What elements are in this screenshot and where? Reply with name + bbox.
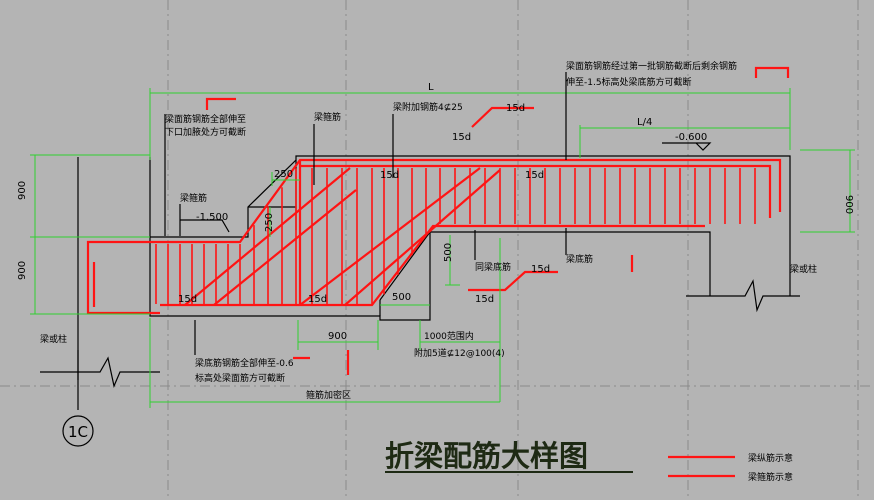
dim-500h-label: 500 (392, 292, 411, 303)
leaders (164, 72, 712, 355)
dim-right-label: 900 (843, 195, 854, 214)
note-bottom-2: 标高处梁面筋方可截断 (195, 372, 285, 384)
anchor-label: 15d (380, 170, 399, 181)
top-second-bar (300, 164, 772, 218)
anchor-label: 15d (531, 264, 550, 275)
grid-label: 1C (68, 423, 88, 441)
bottom-long-bar (160, 224, 705, 307)
bottom-slope-line (379, 231, 431, 301)
dim-left-lower-label: 900 (17, 261, 28, 280)
grid-tag: 1C (62, 415, 94, 447)
note-same-bottom: 同梁底筋 (475, 261, 511, 273)
diagonal-bar-3 (299, 167, 481, 306)
anchor-label: 15d (475, 294, 494, 305)
dim-span-label: L (428, 82, 434, 93)
note-bottom-bar: 梁底筋 (566, 253, 593, 265)
marker-bracket (205, 97, 236, 110)
note-add-bar: 梁附加钢筋4⊈25 (393, 101, 463, 113)
labels: L L/4 900 900 900 250 250 500 500 900 10… (17, 60, 854, 483)
markers (205, 66, 790, 478)
dim-900-label: 900 (328, 331, 347, 342)
elevation-marker (662, 142, 712, 151)
marker-bracket (754, 66, 790, 78)
beam-bottom-outline (149, 157, 711, 321)
anchorage-hook (471, 106, 534, 128)
grid-bubble-icon (62, 415, 94, 447)
note-stirrup-zone: 箍筋加密区 (306, 389, 351, 401)
beam-outline (40, 155, 800, 410)
drawing-title: 折梁配筋大样图 (385, 439, 588, 473)
dim-250-label: 250 (274, 169, 293, 180)
note-beam-stirrup: 梁箍筋 (314, 111, 341, 123)
note-top-left-1: 梁面筋钢筋全部伸至 (165, 113, 246, 125)
note-top-right-2: 伸至-1.5标高处梁底筋方可截断 (566, 76, 692, 88)
anchorage-hook (468, 270, 558, 292)
anchor-label: 15d (525, 170, 544, 181)
anchor-label: 15d (178, 294, 197, 305)
dim-1000-label: 1000范围内 (424, 330, 474, 342)
stirrups (155, 168, 756, 304)
anchor-label: 15d (308, 294, 327, 305)
elevation-left: -1.500 (196, 212, 228, 223)
note-bottom-1: 梁底筋钢筋全部伸至-0.6 (195, 357, 294, 369)
note-extra-stirrup: 附加5道⊈12@100(4) (414, 347, 505, 359)
dim-250b-label: 250 (264, 213, 275, 232)
left-break-line (40, 356, 160, 388)
note-top-right-1: 梁面筋钢筋经过第一批钢筋截断后剩余钢筋 (566, 60, 737, 72)
elevation-right: -0.600 (675, 132, 707, 143)
diagonal-bar-4 (344, 169, 501, 306)
dim-quarter-label: L/4 (637, 117, 652, 128)
note-stirrup-left: 梁箍筋 (180, 192, 207, 204)
anchor-label: 15d (452, 132, 471, 143)
dimension-lines (30, 88, 855, 408)
note-beam-col-right: 梁或柱 (790, 263, 817, 275)
rebar-main (86, 158, 782, 315)
legend-long-label: 梁纵筋示意 (748, 452, 793, 464)
note-top-left-2: 下口加腋处方可截断 (165, 126, 246, 138)
elevation-marker (180, 219, 230, 233)
dim-left-upper-label: 900 (17, 181, 28, 200)
right-break-line (686, 279, 800, 313)
anchor-label: 15d (506, 103, 525, 114)
diagonal-bar-2 (213, 189, 357, 306)
dim-500v-label: 500 (443, 243, 454, 262)
left-bottom-bar (86, 240, 160, 315)
note-beam-col-left: 梁或柱 (40, 333, 67, 345)
legend-stirrup-label: 梁箍筋示意 (748, 471, 793, 483)
